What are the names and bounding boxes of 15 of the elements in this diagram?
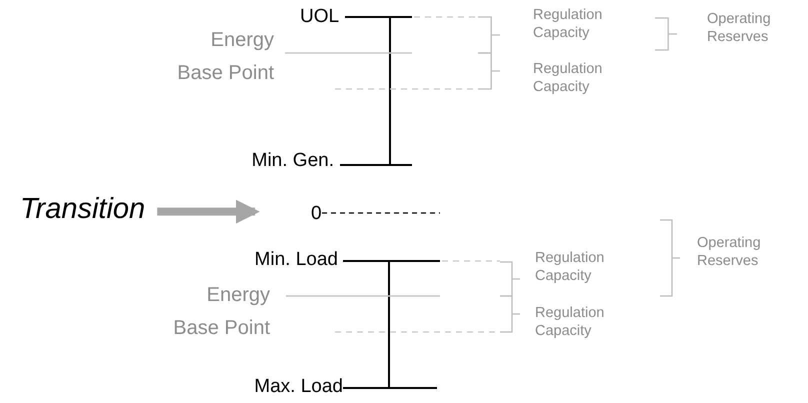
level-label: UOL (300, 6, 340, 28)
bracket-label: Operating Reserves (707, 10, 772, 46)
base-point-label: Energy Base Point (176, 28, 274, 86)
bracket-label: Regulation Capacity (533, 60, 604, 96)
bracket-label: Regulation Capacity (535, 304, 606, 340)
arrow (157, 200, 260, 224)
bracket-label: Operating Reserves (697, 234, 762, 270)
transition-label: Transition (20, 193, 146, 226)
base-point-label: Energy Base Point (172, 283, 270, 341)
level-label: Max. Load (253, 376, 343, 398)
level-label: Min. Load (254, 249, 338, 271)
zero-level-label: 0 (311, 203, 322, 225)
bracket-label: Regulation Capacity (533, 6, 604, 42)
bracket-label: Regulation Capacity (535, 249, 606, 285)
level-label: Min. Gen. (250, 150, 334, 172)
